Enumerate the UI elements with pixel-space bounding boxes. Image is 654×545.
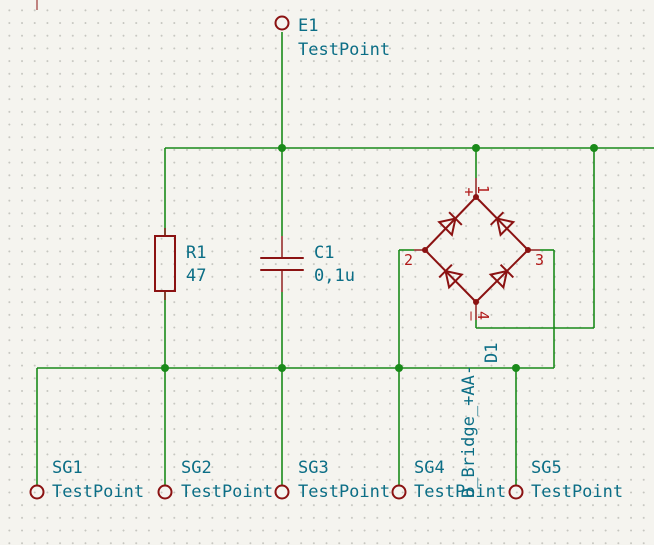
- resistor-r1-body[interactable]: [154, 235, 176, 292]
- testpoint-e1[interactable]: E1 TestPoint: [274, 15, 391, 60]
- sg2-reference: SG2: [181, 458, 212, 478]
- d1-reference: D1: [482, 343, 502, 363]
- sg4-reference: SG4: [414, 458, 445, 478]
- testpoint-sg1[interactable]: SG1 TestPoint: [29, 458, 145, 502]
- testpoint-sg2[interactable]: SG2 TestPoint: [157, 458, 274, 502]
- d1-value: D_Bridge_+AA-: [459, 365, 479, 498]
- sg1-value: TestPoint: [52, 482, 144, 502]
- sg5-reference: SG5: [531, 458, 562, 478]
- capacitor-c1[interactable]: C1 0,1u: [260, 236, 355, 292]
- sg4-value: TestPoint: [414, 482, 506, 502]
- testpoint-sg5-circle[interactable]: [508, 484, 524, 500]
- r1-value: 47: [186, 266, 206, 286]
- testpoint-e1-circle[interactable]: [274, 15, 290, 31]
- sg5-value: TestPoint: [531, 482, 623, 502]
- testpoint-sg3-circle[interactable]: [274, 484, 290, 500]
- bridge-minus-mark: –: [463, 311, 481, 321]
- testpoint-sg1-circle[interactable]: [29, 484, 45, 500]
- sg3-reference: SG3: [298, 458, 329, 478]
- junction-dot: [278, 144, 286, 152]
- bridge-diode-top-left: [437, 211, 463, 237]
- testpoint-sg5[interactable]: SG5 TestPoint: [508, 458, 624, 502]
- bridge-diode-top-right: [489, 211, 516, 237]
- c1-reference: C1: [314, 243, 334, 263]
- sg3-value: TestPoint: [298, 482, 390, 502]
- e1-reference: E1: [298, 16, 318, 36]
- e1-value: TestPoint: [298, 40, 390, 60]
- junction-dot: [161, 364, 169, 372]
- bridge-pin1-number: 1: [474, 185, 492, 194]
- junction-dot: [472, 144, 480, 152]
- sg1-reference: SG1: [52, 458, 83, 478]
- junction-dot: [590, 144, 598, 152]
- junction-dot: [395, 364, 403, 372]
- bridge-pin2-number: 2: [404, 251, 413, 269]
- bridge-pin3-number: 3: [535, 251, 544, 269]
- junction-dot: [512, 364, 520, 372]
- bridge-diode-bottom-left: [438, 263, 464, 290]
- junction-dot: [278, 364, 286, 372]
- bridge-pin4-number: 4: [474, 311, 492, 320]
- testpoint-sg4[interactable]: SG4 TestPoint: [391, 458, 507, 502]
- bridge-plus-mark: +: [460, 187, 478, 196]
- sg2-value: TestPoint: [181, 482, 273, 502]
- junctions: [161, 144, 598, 372]
- resistor-r1[interactable]: R1 47: [154, 228, 206, 300]
- r1-reference: R1: [186, 243, 206, 263]
- wires: [36, 32, 654, 485]
- bridge-rectifier-d1[interactable]: 1 2 3 4 + – D1 D_Bridge_+AA-: [404, 178, 544, 498]
- bridge-diode-bottom-right: [488, 263, 515, 290]
- testpoint-sg4-circle[interactable]: [391, 484, 407, 500]
- c1-value: 0,1u: [314, 266, 355, 286]
- testpoint-sg2-circle[interactable]: [157, 484, 173, 500]
- testpoint-sg3[interactable]: SG3 TestPoint: [274, 458, 391, 502]
